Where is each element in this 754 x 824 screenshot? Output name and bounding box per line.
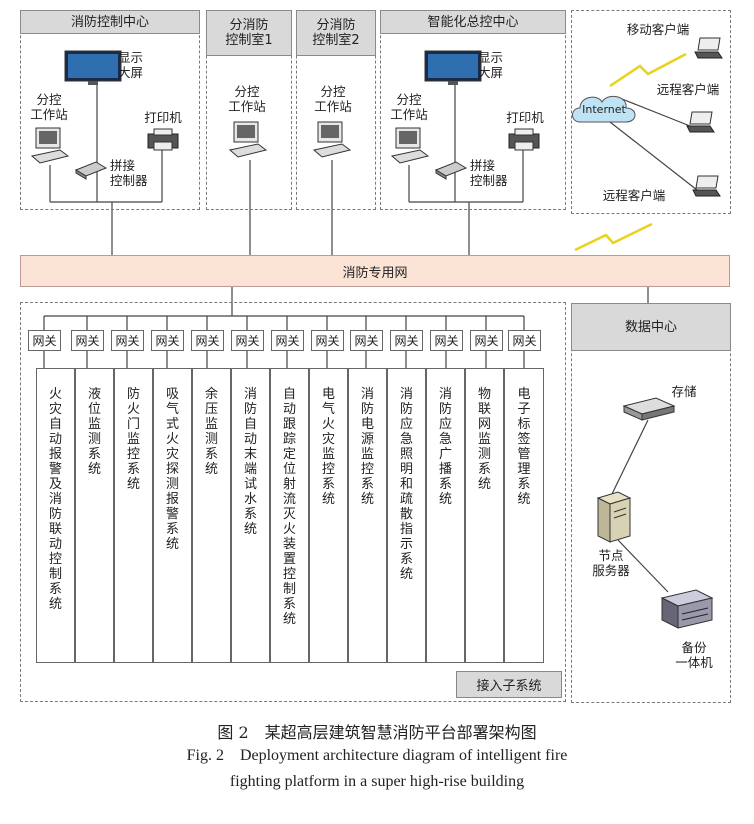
gateway: 网关 (350, 330, 383, 351)
workstation-label: 分控 工作站 (228, 84, 266, 114)
gateway: 网关 (508, 330, 541, 351)
splicer-label: 拼接 控制器 (470, 158, 508, 188)
subsystem-label: 吸气式火灾探测报警系统 (165, 387, 179, 552)
workstation-icon (228, 121, 268, 158)
storage-label: 存储 (671, 384, 697, 399)
smart-center-header: 智能化总控中心 (380, 10, 566, 34)
workstation-label: 分控 工作站 (30, 92, 68, 122)
mobile-client-label: 移动客户端 (626, 22, 690, 37)
gateway: 网关 (430, 330, 463, 351)
subsystem-column: 物联网监测系统 (465, 368, 504, 663)
access-subsystem-label: 接入子系统 (456, 671, 562, 698)
subsystem-label: 液位监测系统 (87, 387, 101, 477)
workstation-icon (312, 121, 352, 158)
fire-private-network-bar: 消防专用网 (20, 255, 730, 287)
subsystem-label: 火灾自动报警及消防联动控制系统 (48, 387, 62, 612)
gateway: 网关 (151, 330, 184, 351)
gateway: 网关 (470, 330, 503, 351)
gateway: 网关 (71, 330, 104, 351)
figure-caption-en-line1: Fig. 2 Deployment architecture diagram o… (186, 747, 568, 764)
remote-client-label: 远程客户端 (602, 188, 666, 203)
gateway: 网关 (390, 330, 423, 351)
gateway: 网关 (191, 330, 224, 351)
printer-label: 打印机 (144, 110, 182, 125)
display-screen-icon (424, 50, 482, 85)
splicer-label: 拼接 控制器 (110, 158, 148, 188)
node-server-label: 节点 服务器 (592, 548, 630, 578)
subsystem-label: 消防电源监控系统 (360, 387, 374, 507)
workstation-label: 分控 工作站 (314, 84, 352, 114)
storage-icon (622, 397, 676, 421)
internet-clients-box (571, 10, 731, 214)
gateway: 网关 (271, 330, 304, 351)
subsystem-label: 电气火灾监控系统 (321, 387, 335, 507)
subsystem-label: 电子标签管理系统 (517, 387, 531, 507)
display-label: 显示 大屏 (118, 50, 144, 80)
figure-caption-en-line2: fighting platform in a super high-rise b… (229, 773, 525, 790)
internet-label: Internet (582, 103, 626, 116)
gateway: 网关 (28, 330, 61, 351)
gateway: 网关 (311, 330, 344, 351)
printer-icon (147, 128, 179, 151)
subsystem-label: 物联网监测系统 (477, 387, 491, 492)
subsystem-column: 火灾自动报警及消防联动控制系统 (36, 368, 75, 663)
subsystem-column: 防火门监控系统 (114, 368, 153, 663)
laptop-icon (686, 111, 715, 133)
subsystem-column: 电气火灾监控系统 (309, 368, 348, 663)
subsystem-column: 电子标签管理系统 (504, 368, 544, 663)
workstation-label: 分控 工作站 (390, 92, 428, 122)
branch1-header: 分消防 控制室1 (206, 10, 292, 56)
workstation-icon (30, 127, 70, 164)
laptop-icon (692, 175, 721, 197)
subsystem-label: 消防应急照明和疏散指示系统 (399, 387, 413, 582)
subsystem-label: 自动跟踪定位射流灭火装置控制系统 (282, 387, 296, 627)
subsystem-column: 自动跟踪定位射流灭火装置控制系统 (270, 368, 309, 663)
display-screen-icon (64, 50, 122, 85)
printer-label: 打印机 (506, 110, 544, 125)
server-icon (596, 491, 632, 543)
backup-appliance-icon (660, 589, 714, 629)
access-subsystem-box (20, 302, 566, 702)
workstation-icon (390, 127, 430, 164)
figure-caption-en: Fig. 2 Deployment architecture diagram o… (0, 743, 754, 795)
subsystem-label: 消防自动末端试水系统 (243, 387, 257, 537)
printer-icon (508, 128, 540, 151)
internet-cloud-icon (572, 95, 636, 123)
remote-client-label: 远程客户端 (656, 82, 720, 97)
subsystem-label: 消防应急广播系统 (438, 387, 452, 507)
display-label: 显示 大屏 (478, 50, 504, 80)
gateway: 网关 (111, 330, 144, 351)
subsystem-column: 消防应急广播系统 (426, 368, 465, 663)
subsystem-column: 消防应急照明和疏散指示系统 (387, 368, 426, 663)
subsystem-label: 余压监测系统 (204, 387, 218, 477)
subsystem-column: 消防电源监控系统 (348, 368, 387, 663)
branch2-header: 分消防 控制室2 (296, 10, 376, 56)
splicer-icon (434, 161, 468, 180)
gateway: 网关 (231, 330, 264, 351)
subsystem-column: 消防自动末端试水系统 (231, 368, 270, 663)
backup-label: 备份 一体机 (675, 640, 713, 670)
laptop-icon (694, 37, 723, 59)
subsystem-label: 防火门监控系统 (126, 387, 140, 492)
subsystem-column: 吸气式火灾探测报警系统 (153, 368, 192, 663)
figure-caption-cn: 图 2 某超高层建筑智慧消防平台部署架构图 (217, 723, 537, 742)
subsystem-column: 余压监测系统 (192, 368, 231, 663)
data-center-header: 数据中心 (571, 303, 731, 351)
subsystem-column: 液位监测系统 (75, 368, 114, 663)
splicer-icon (74, 161, 108, 180)
control-center-header: 消防控制中心 (20, 10, 200, 34)
